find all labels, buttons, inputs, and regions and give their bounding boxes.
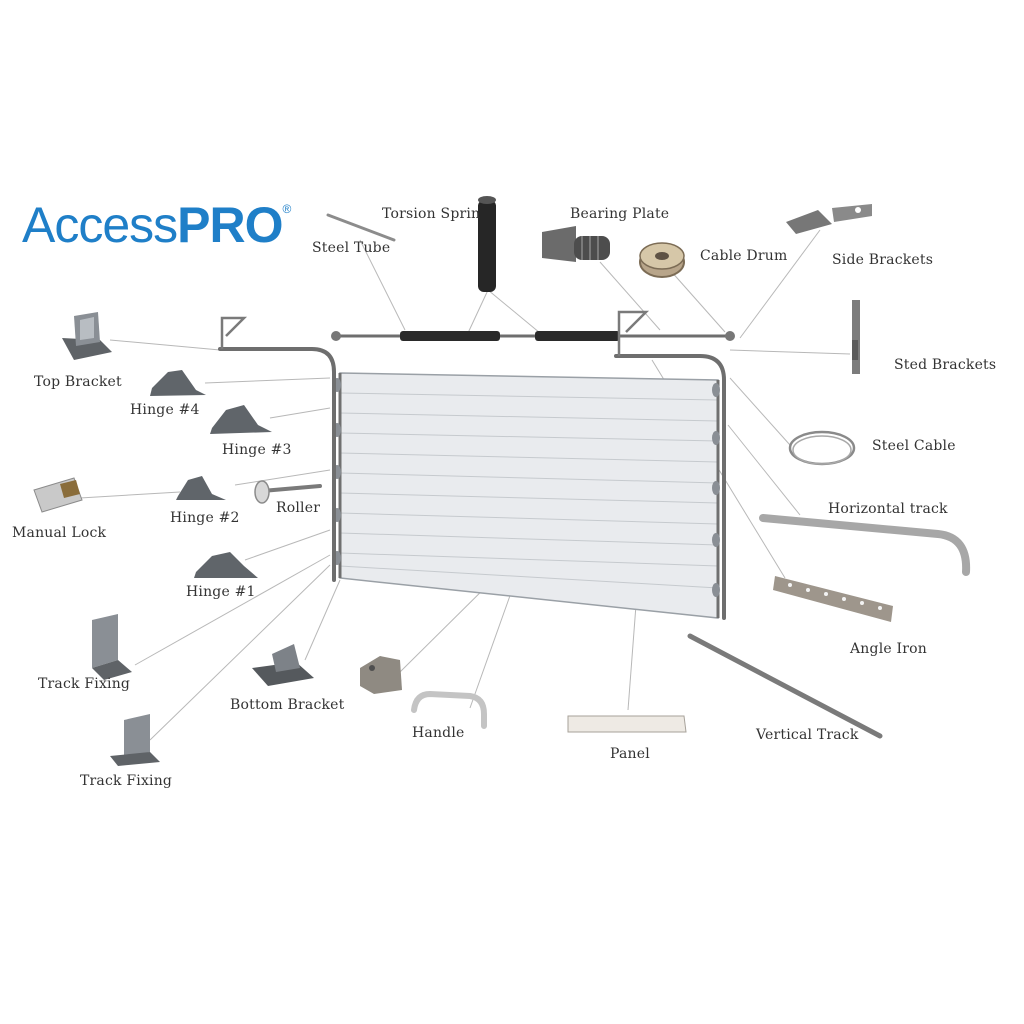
garage-door <box>333 372 720 619</box>
angle-hangers <box>220 310 650 356</box>
bottom-bracket-part <box>252 644 314 686</box>
label-top-bracket: Top Bracket <box>34 374 122 390</box>
bearing-plate-part <box>542 226 610 262</box>
label-steel-brackets: Sted Brackets <box>894 357 997 373</box>
label-roller: Roller <box>276 500 321 516</box>
top-bracket-part <box>62 312 112 360</box>
label-horizontal-track: Horizontal track <box>828 501 948 517</box>
label-vertical-track: Vertical Track <box>756 727 859 743</box>
logo-prefix: Access <box>22 197 178 253</box>
label-angle-iron: Angle Iron <box>850 641 927 657</box>
label-steel-tube: Steel Tube <box>312 240 391 256</box>
logo-suffix: PRO <box>177 197 283 253</box>
roller-part <box>254 480 322 504</box>
hinge-3-part <box>210 405 272 434</box>
panel-part <box>567 715 687 733</box>
handle-bracket-part <box>360 656 402 694</box>
cable-drum-part <box>639 242 685 278</box>
angle-iron-part <box>773 576 893 622</box>
label-panel: Panel <box>610 746 650 762</box>
torsion-spring-part <box>478 196 496 292</box>
label-hinge-2: Hinge #2 <box>170 510 240 526</box>
steel-tube-part <box>326 213 396 242</box>
track-fixing-1-part <box>92 614 132 680</box>
label-hinge-3: Hinge #3 <box>222 442 292 458</box>
hinge-parts <box>150 370 272 578</box>
label-track-fixing-2: Track Fixing <box>80 773 173 789</box>
label-bottom-bracket: Bottom Bracket <box>230 697 345 713</box>
label-hinge-4: Hinge #4 <box>130 402 200 418</box>
label-bearing-plate: Bearing Plate <box>570 206 670 222</box>
hinge-4-part <box>150 370 206 396</box>
label-side-brackets: Side Brackets <box>832 252 934 268</box>
manual-lock-part <box>33 477 83 513</box>
hinge-1-part <box>194 552 258 578</box>
label-cable-drum: Cable Drum <box>700 248 788 264</box>
label-hinge-1: Hinge #1 <box>186 584 256 600</box>
hinge-2-part <box>176 476 226 500</box>
logo-registered-mark: ® <box>282 202 292 216</box>
label-steel-cable: Steel Cable <box>872 438 956 454</box>
side-brackets-part <box>786 204 872 234</box>
accesspro-logo: AccessPRO® <box>22 196 292 254</box>
label-torsion-spring: Torsion Sprin <box>382 206 481 222</box>
label-track-fixing-1: Track Fixing <box>38 676 131 692</box>
steel-cable-part <box>788 430 856 466</box>
track-fixing-2-part <box>110 714 160 766</box>
label-handle: Handle <box>412 725 465 741</box>
label-manual-lock: Manual Lock <box>12 525 107 541</box>
torsion-spring-on-shaft <box>331 331 735 341</box>
horizontal-track-part <box>759 514 971 576</box>
steel-brackets-part <box>852 300 860 374</box>
handle-part <box>411 690 487 729</box>
vertical-track-part <box>687 633 883 739</box>
